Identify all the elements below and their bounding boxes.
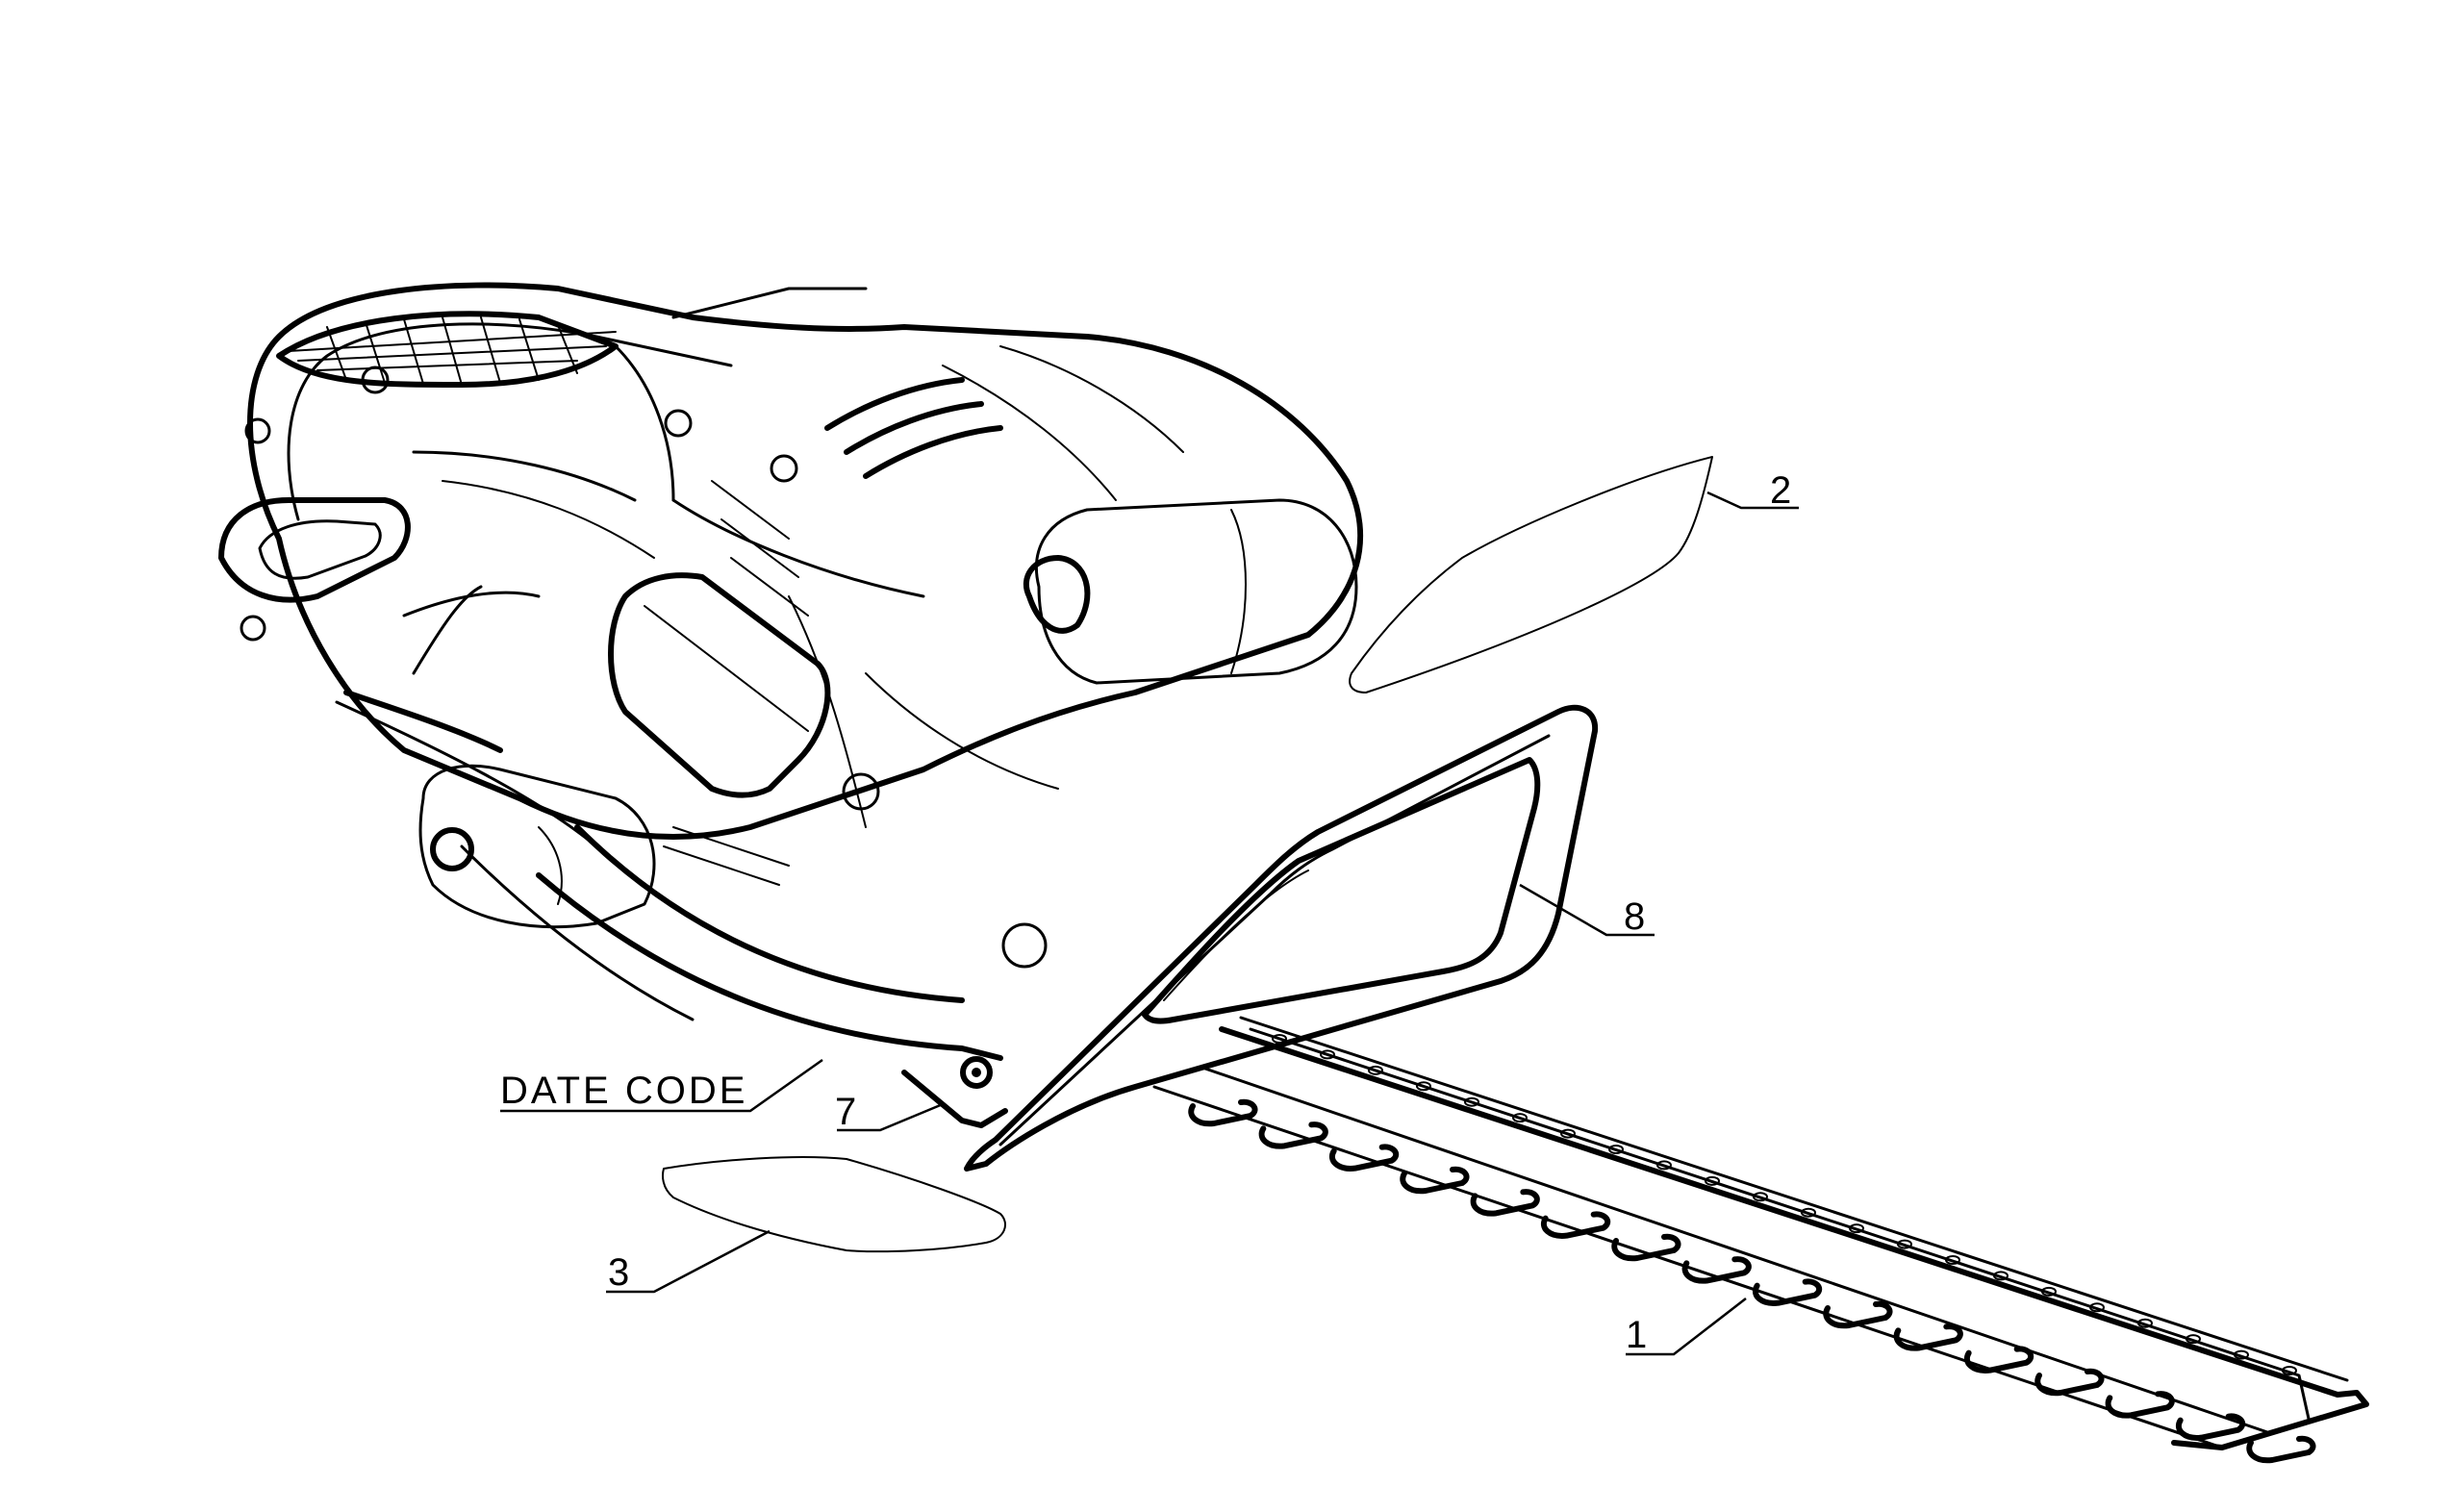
trimmer-housing — [247, 282, 1363, 840]
blade-rivets — [1272, 1034, 2297, 1375]
callout-3: 3 — [608, 1251, 633, 1294]
blade-rivet — [1560, 1128, 1576, 1139]
leader-3 — [606, 1229, 771, 1294]
blade-rivet — [2282, 1366, 2297, 1375]
motor-end-cap — [1023, 498, 1358, 685]
leader-7 — [837, 1102, 944, 1132]
blade-tooth — [1823, 1300, 1893, 1329]
blade-rivet — [1608, 1145, 1624, 1154]
blade-tooth — [2246, 1435, 2316, 1464]
blade-rivet — [1993, 1271, 2009, 1281]
hedge-blade — [1152, 1016, 2369, 1450]
blade-rivet — [1272, 1034, 1287, 1044]
blade-tooth — [1329, 1144, 1400, 1172]
blade-tooth — [1753, 1278, 1823, 1306]
blade-tooth — [1893, 1323, 1963, 1351]
handle-grip-mesh — [276, 311, 619, 388]
blade-rivet — [2186, 1334, 2201, 1345]
blade-tooth — [2034, 1368, 2105, 1397]
blade-tooth — [1258, 1121, 1328, 1149]
blade-tooth — [2105, 1391, 2175, 1419]
blade-teeth — [1188, 1098, 2316, 1464]
blade-rivet — [1320, 1049, 1335, 1060]
callout-1: 1 — [1626, 1314, 1651, 1356]
callout-7: 7 — [835, 1091, 860, 1133]
blade-tooth — [1470, 1189, 1540, 1217]
callout-date-code: DATE CODE — [500, 1070, 748, 1112]
blade-tooth — [1188, 1098, 1258, 1127]
leader-date-code — [500, 1058, 823, 1113]
lower-housing — [335, 700, 656, 929]
leader-lines — [500, 491, 1799, 1356]
decal-2 — [1349, 456, 1713, 693]
blade-rivet — [1464, 1096, 1479, 1107]
blade-tooth — [1541, 1211, 1611, 1239]
front-handle-loop — [460, 824, 1003, 1061]
callout-8: 8 — [1624, 895, 1649, 938]
blade-guard — [964, 704, 1599, 1172]
blade-rivet — [1801, 1207, 1816, 1218]
blade-rivet — [1945, 1255, 1960, 1265]
blade-rivet — [1705, 1175, 1720, 1186]
blade-rivet — [2137, 1318, 2153, 1328]
clamp-fastener — [901, 1056, 1008, 1128]
blade-rivet — [1512, 1113, 1528, 1123]
switch-panel — [608, 572, 831, 798]
blade-rivet — [2089, 1302, 2105, 1313]
blade-tooth — [1681, 1256, 1752, 1284]
blade-rivet — [1656, 1160, 1672, 1171]
callout-2: 2 — [1770, 469, 1795, 512]
blade-rivet — [2041, 1286, 2057, 1297]
mounting-screws — [240, 365, 1048, 969]
blade-rivet — [1849, 1223, 1864, 1234]
blade-rivet — [2234, 1349, 2249, 1360]
blade-tooth — [1964, 1346, 2034, 1373]
blade-rivet — [1368, 1065, 1383, 1075]
motor-vents — [343, 377, 1003, 886]
blade-rivet — [1753, 1192, 1768, 1202]
leader-2 — [1706, 491, 1799, 510]
decal-3 — [662, 1156, 1006, 1253]
blade-rivet — [1416, 1081, 1431, 1092]
blade-tooth — [1400, 1166, 1470, 1195]
leader-8 — [1519, 883, 1655, 937]
rear-handle — [218, 497, 541, 675]
leader-1 — [1626, 1298, 1747, 1356]
blade-tooth — [2176, 1413, 2246, 1441]
blade-tooth — [1611, 1233, 1681, 1262]
blade-rivet — [1897, 1239, 1912, 1249]
